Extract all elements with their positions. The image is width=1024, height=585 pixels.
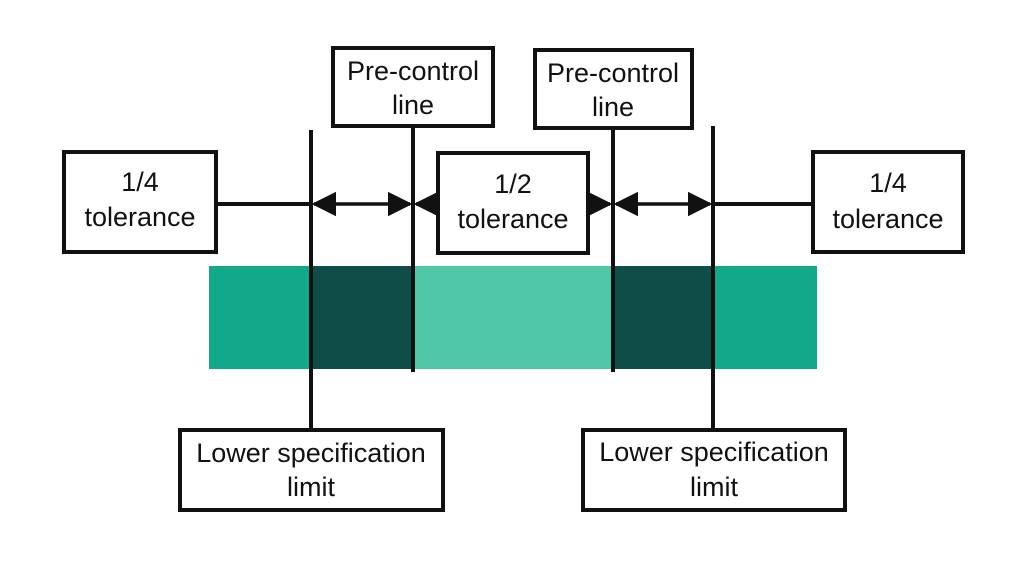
spec-limit-right-box: Lower specification limit [581, 428, 847, 512]
spec-limit-left-box: Lower specification limit [178, 428, 445, 512]
spec-right-label-line2: limit [690, 472, 738, 502]
band-segment-left-inner [311, 266, 413, 369]
tolerance-band [209, 266, 817, 369]
band-segment-center [413, 266, 613, 369]
left-quarter-label-line2: tolerance [84, 202, 195, 232]
precontrol-right-label-line1: Pre-control [547, 58, 679, 88]
left-quarter-label-line1: 1/4 [121, 167, 159, 197]
center-half-label-line1: 1/2 [494, 169, 532, 199]
right-quarter-label-line1: 1/4 [869, 168, 907, 198]
precontrol-left-label-line1: Pre-control [347, 56, 479, 86]
band-segment-right-inner [613, 266, 713, 369]
center-half-label-line2: tolerance [457, 204, 568, 234]
right-quarter-label-line2: tolerance [832, 204, 943, 234]
center-half-tolerance-box: 1/2 tolerance [436, 151, 590, 255]
precontrol-left-label-line2: line [392, 90, 434, 120]
left-quarter-tolerance-box: 1/4 tolerance [62, 150, 218, 254]
band-segment-right-outer [713, 266, 817, 369]
precontrol-right-box: Pre-control line [533, 48, 694, 130]
spec-left-label-line1: Lower specification [196, 438, 426, 468]
precontrol-right-label-line2: line [592, 92, 634, 122]
precontrol-left-box: Pre-control line [331, 46, 495, 128]
spec-left-label-line2: limit [287, 472, 335, 502]
band-segment-left-outer [209, 266, 311, 369]
right-quarter-tolerance-box: 1/4 tolerance [811, 150, 965, 254]
spec-right-label-line1: Lower specification [599, 437, 829, 467]
